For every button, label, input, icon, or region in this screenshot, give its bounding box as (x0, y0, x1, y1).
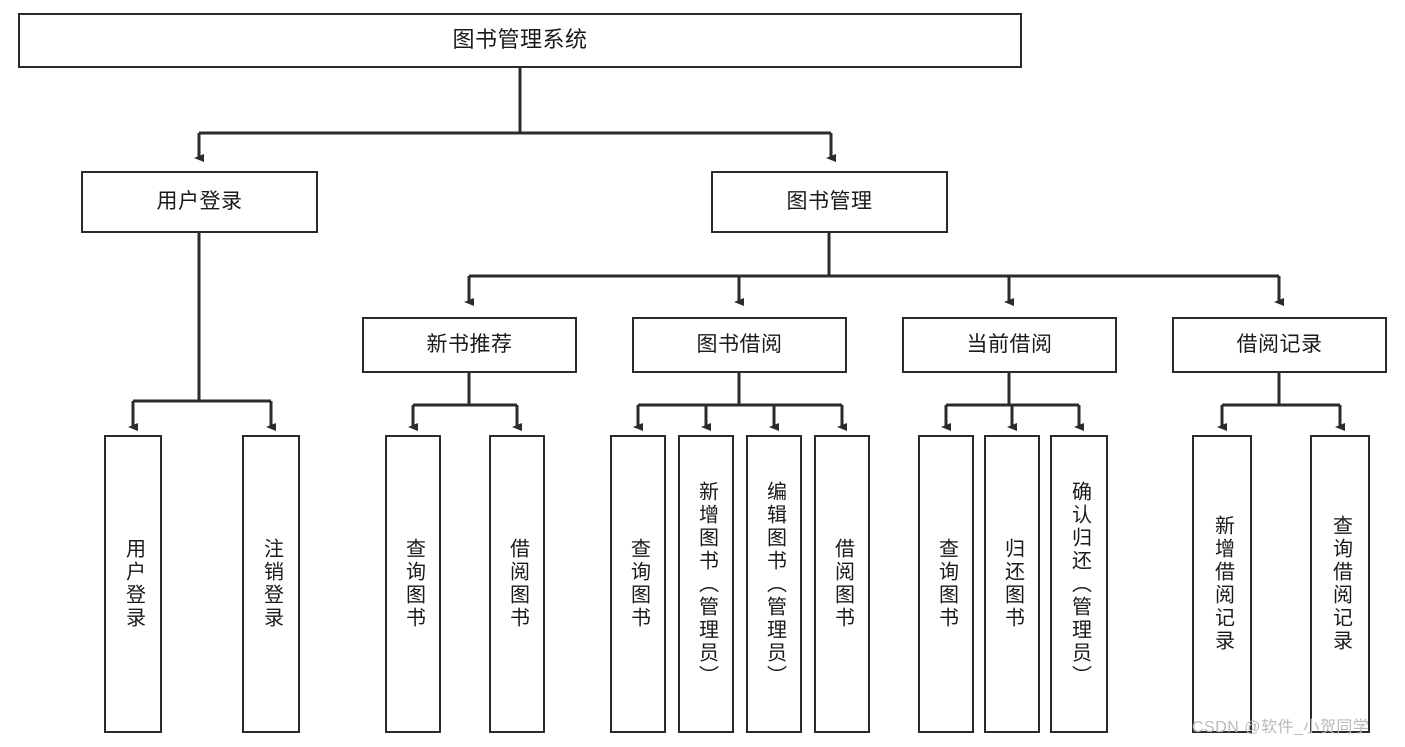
node-root-system[interactable]: 图书管理系统 (18, 13, 1022, 68)
node-book-borrow[interactable]: 图书借阅 (632, 317, 847, 373)
leaf-user-login-signout[interactable]: 注销登录 (242, 435, 300, 733)
node-borrow-record[interactable]: 借阅记录 (1172, 317, 1387, 373)
leaf-borrow-edit-book-admin[interactable]: 编辑图书（管理员） (746, 435, 802, 733)
leaf-record-add-record[interactable]: 新增借阅记录 (1192, 435, 1252, 733)
node-new-book-recommend[interactable]: 新书推荐 (362, 317, 577, 373)
leaf-record-query-record[interactable]: 查询借阅记录 (1310, 435, 1370, 733)
node-current-borrow[interactable]: 当前借阅 (902, 317, 1117, 373)
leaf-borrow-query-book[interactable]: 查询图书 (610, 435, 666, 733)
leaf-borrow-borrow-book[interactable]: 借阅图书 (814, 435, 870, 733)
leaf-current-query-book[interactable]: 查询图书 (918, 435, 974, 733)
node-book-management[interactable]: 图书管理 (711, 171, 948, 233)
leaf-recommend-borrow-book[interactable]: 借阅图书 (489, 435, 545, 733)
leaf-recommend-query-book[interactable]: 查询图书 (385, 435, 441, 733)
leaf-user-login-signin[interactable]: 用户登录 (104, 435, 162, 733)
leaf-current-confirm-return-admin[interactable]: 确认归还（管理员） (1050, 435, 1108, 733)
leaf-borrow-add-book-admin[interactable]: 新增图书（管理员） (678, 435, 734, 733)
leaf-current-return-book[interactable]: 归还图书 (984, 435, 1040, 733)
node-user-login[interactable]: 用户登录 (81, 171, 318, 233)
watermark-text: CSDN @软件_小贺同学 (1192, 719, 1370, 736)
